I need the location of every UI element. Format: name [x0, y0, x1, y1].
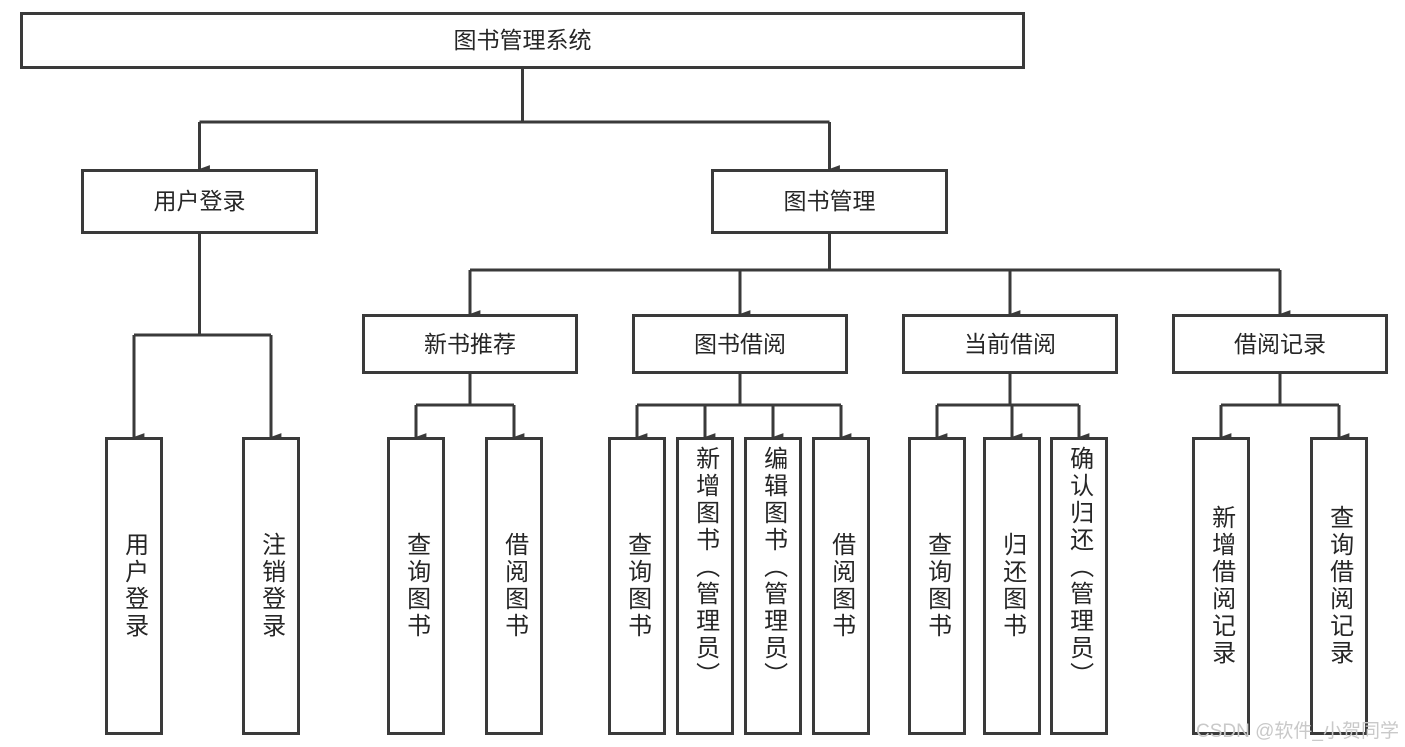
- node-leaf-confirm-return[interactable]: 确认归还（管理员）: [1050, 437, 1108, 735]
- node-label: 编辑图书（管理员）: [759, 446, 787, 689]
- node-root[interactable]: 图书管理系统: [20, 12, 1025, 69]
- node-book-borrow[interactable]: 图书借阅: [632, 314, 848, 374]
- node-leaf-borrow-book-2[interactable]: 借阅图书: [812, 437, 870, 735]
- node-label: 借阅图书: [827, 532, 855, 640]
- node-label: 借阅记录: [1234, 330, 1326, 357]
- node-leaf-query-book-1[interactable]: 查询图书: [387, 437, 445, 735]
- node-label: 图书管理: [783, 188, 876, 215]
- node-label: 新增借阅记录: [1207, 505, 1235, 667]
- node-label: 图书借阅: [694, 330, 786, 357]
- node-leaf-add-record[interactable]: 新增借阅记录: [1192, 437, 1250, 735]
- node-current-borrow[interactable]: 当前借阅: [902, 314, 1118, 374]
- node-label: 查询图书: [402, 532, 430, 640]
- node-leaf-query-record[interactable]: 查询借阅记录: [1310, 437, 1368, 735]
- node-leaf-borrow-book-1[interactable]: 借阅图书: [485, 437, 543, 735]
- node-leaf-logout[interactable]: 注销登录: [242, 437, 300, 735]
- node-label: 查询借阅记录: [1325, 505, 1353, 667]
- node-book-manage[interactable]: 图书管理: [711, 169, 948, 234]
- node-label: 新增图书（管理员）: [691, 446, 719, 689]
- node-leaf-query-book-2[interactable]: 查询图书: [608, 437, 666, 735]
- node-label: 注销登录: [257, 532, 285, 640]
- node-new-book-rec[interactable]: 新书推荐: [362, 314, 578, 374]
- node-label: 当前借阅: [964, 330, 1056, 357]
- node-user-login[interactable]: 用户登录: [81, 169, 318, 234]
- node-leaf-edit-book[interactable]: 编辑图书（管理员）: [744, 437, 802, 735]
- node-leaf-query-book-3[interactable]: 查询图书: [908, 437, 966, 735]
- node-label: 用户登录: [120, 532, 148, 640]
- node-label: 查询图书: [923, 532, 951, 640]
- node-leaf-add-book[interactable]: 新增图书（管理员）: [676, 437, 734, 735]
- node-label: 图书管理系统: [453, 27, 592, 54]
- node-borrow-record[interactable]: 借阅记录: [1172, 314, 1388, 374]
- node-label: 新书推荐: [424, 330, 516, 357]
- node-leaf-user-login[interactable]: 用户登录: [105, 437, 163, 735]
- node-label: 查询图书: [623, 532, 651, 640]
- node-leaf-return-book[interactable]: 归还图书: [983, 437, 1041, 735]
- node-label: 借阅图书: [500, 532, 528, 640]
- node-label: 确认归还（管理员）: [1065, 446, 1093, 689]
- node-label: 用户登录: [153, 188, 246, 215]
- node-label: 归还图书: [998, 532, 1026, 640]
